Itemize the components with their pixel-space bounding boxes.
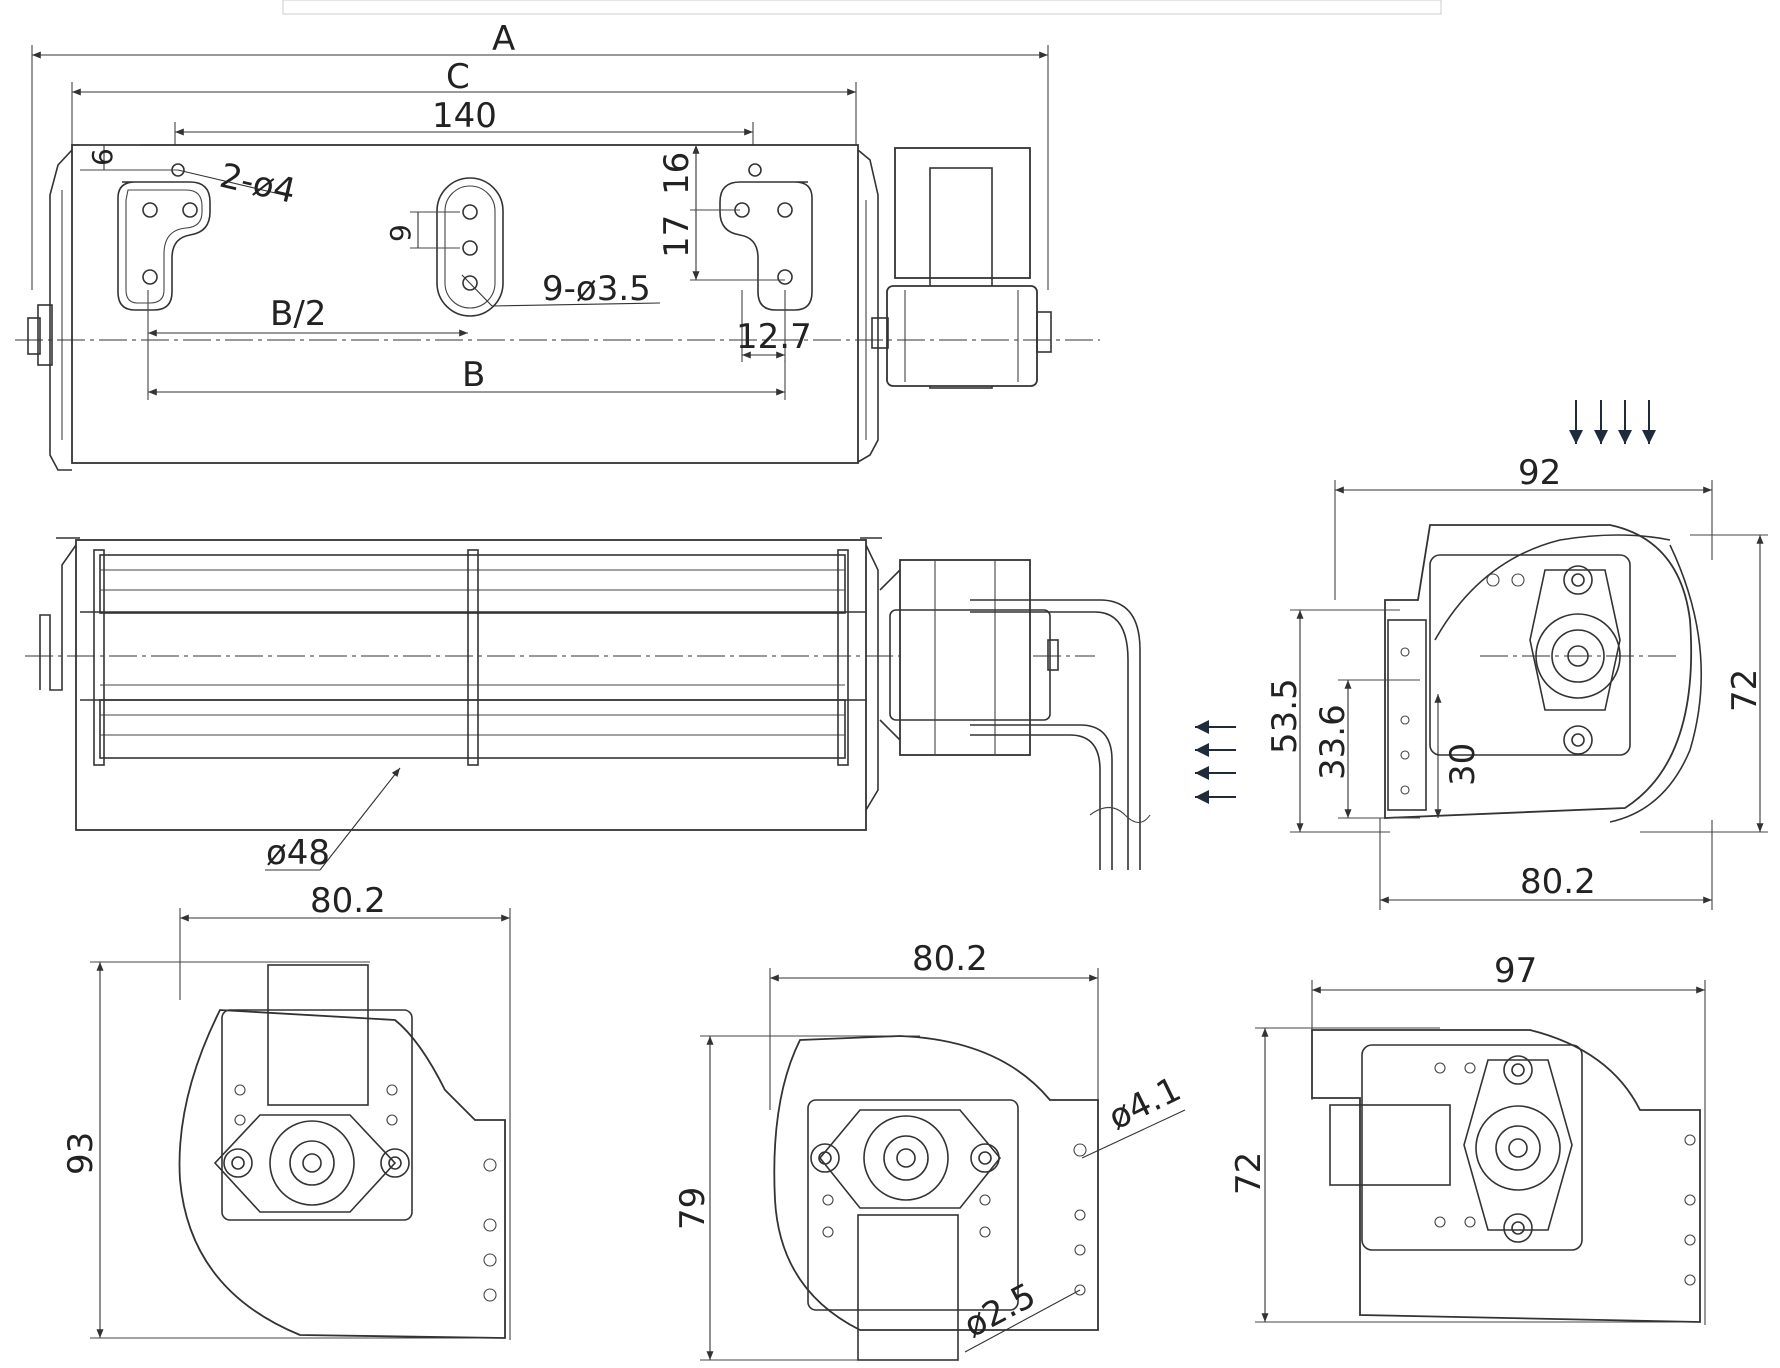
airflow-arrows-in: [1195, 720, 1236, 804]
side-view: 92 72 53.5: [1265, 453, 1768, 910]
bl-dim-93-label: 93: [61, 1132, 101, 1175]
dim-17-label: 17: [657, 215, 697, 258]
dim-127-label: 12.7: [736, 317, 812, 357]
bm-dim-79-label: 79: [673, 1187, 713, 1230]
housing-top: [71, 144, 859, 464]
motor-front: [879, 559, 1059, 756]
dim-9-label: 9: [384, 224, 417, 242]
top-strip: [282, 0, 1442, 15]
front-view: ø48: [25, 537, 1151, 873]
airflow-arrows-out: [1569, 400, 1656, 444]
dim-phi48-label: ø48: [266, 833, 330, 873]
side-dim-92-label: 92: [1518, 453, 1561, 493]
mid-mount-bracket: [436, 177, 504, 317]
right-mount-bracket: [719, 181, 813, 311]
bl-dim-802-label: 80.2: [310, 881, 386, 921]
left-mount-bracket: [117, 181, 211, 311]
wire-1: [970, 599, 1141, 870]
top-view: A C 140: [15, 19, 1100, 471]
dim-c-label: C: [446, 57, 470, 97]
side-housing: [1384, 524, 1693, 819]
br-dim-97-label: 97: [1494, 951, 1537, 991]
dim-140-label: 140: [432, 96, 497, 136]
dim-b-half-label: B/2: [270, 294, 326, 334]
bm-dim-phi41-label: ø4.1: [1102, 1069, 1187, 1138]
bottom-middle-view: 80.2 79 ø4.1 ø2.5: [673, 939, 1187, 1361]
dim-9phi35-label: 9-ø3.5: [542, 269, 651, 309]
side-dim-336-label: 33.6: [1313, 704, 1353, 780]
bottom-right-view: 97 72: [1229, 951, 1706, 1325]
motor-top: [871, 147, 1052, 389]
dim-6-label: 6: [86, 148, 119, 166]
side-dim-535-label: 53.5: [1265, 678, 1305, 754]
dim-b-label: B: [462, 355, 485, 395]
impeller-rotor: [80, 549, 866, 766]
side-dim-30-label: 30: [1443, 743, 1483, 786]
side-dim-802-label: 80.2: [1520, 862, 1596, 902]
bm-dim-802-label: 80.2: [912, 939, 988, 979]
dim-16-label: 16: [657, 152, 697, 195]
dim-a-label: A: [492, 19, 515, 59]
side-dim-72-label: 72: [1725, 669, 1765, 712]
wire-2: [970, 611, 1129, 870]
left-end-plate: [49, 149, 73, 471]
bottom-left-view: 80.2 93: [61, 881, 511, 1340]
br-dim-72-label: 72: [1229, 1152, 1269, 1195]
